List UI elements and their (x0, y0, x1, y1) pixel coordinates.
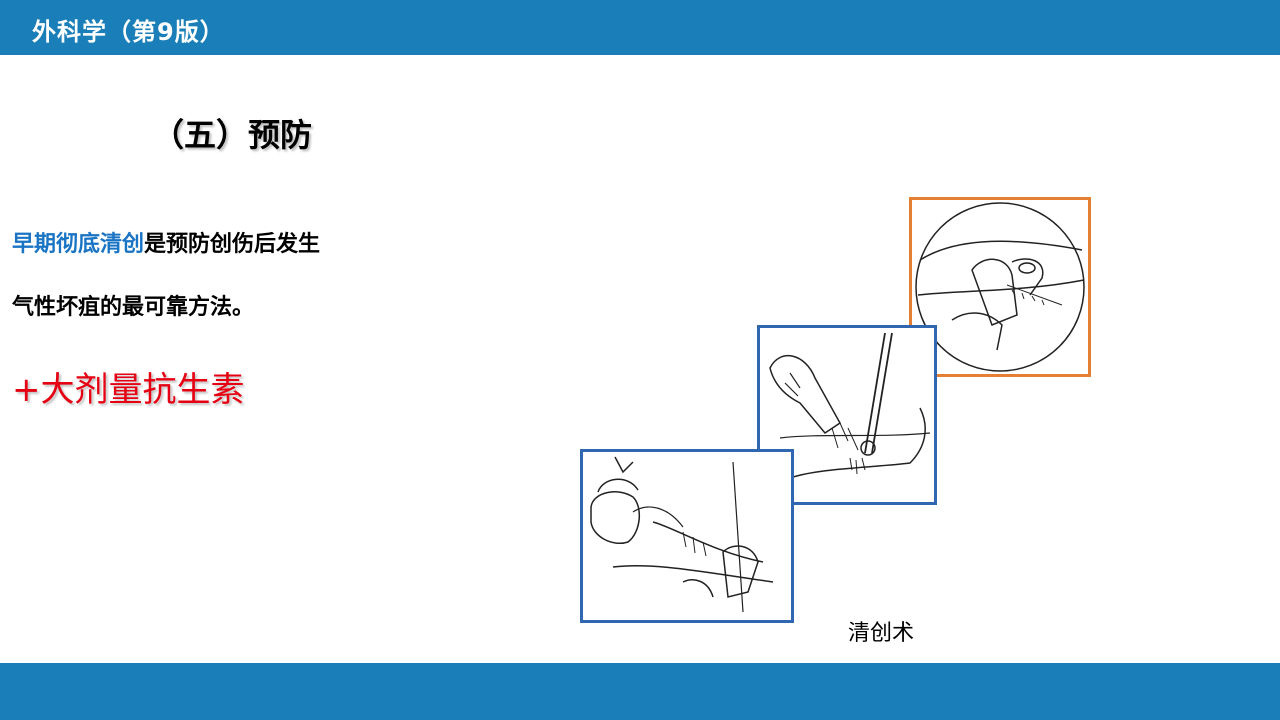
debridement-drawing-3 (915, 202, 1085, 372)
body-line-1: 早期彻底清创是预防创伤后发生 (12, 226, 320, 258)
body-line-1-rest: 是预防创伤后发生 (144, 232, 321, 257)
debridement-drawing-2 (769, 332, 931, 479)
footer-bar (0, 663, 1280, 720)
debridement-illustration-1 (580, 449, 794, 623)
header-bar: 外科学（第9版） (0, 0, 1280, 55)
section-heading: （五）预防 (152, 116, 313, 154)
debridement-illustration-3 (909, 197, 1091, 377)
body-line-2: 气性坏疽的最可靠方法。 (12, 295, 255, 320)
book-title: 外科学（第9版） (32, 18, 225, 46)
highlight-text: 早期彻底清创 (12, 232, 145, 257)
antibiotic-note: +大剂量抗生素 (12, 370, 245, 410)
debridement-drawing-1 (590, 456, 774, 613)
figure-caption: 清创术 (848, 621, 915, 646)
